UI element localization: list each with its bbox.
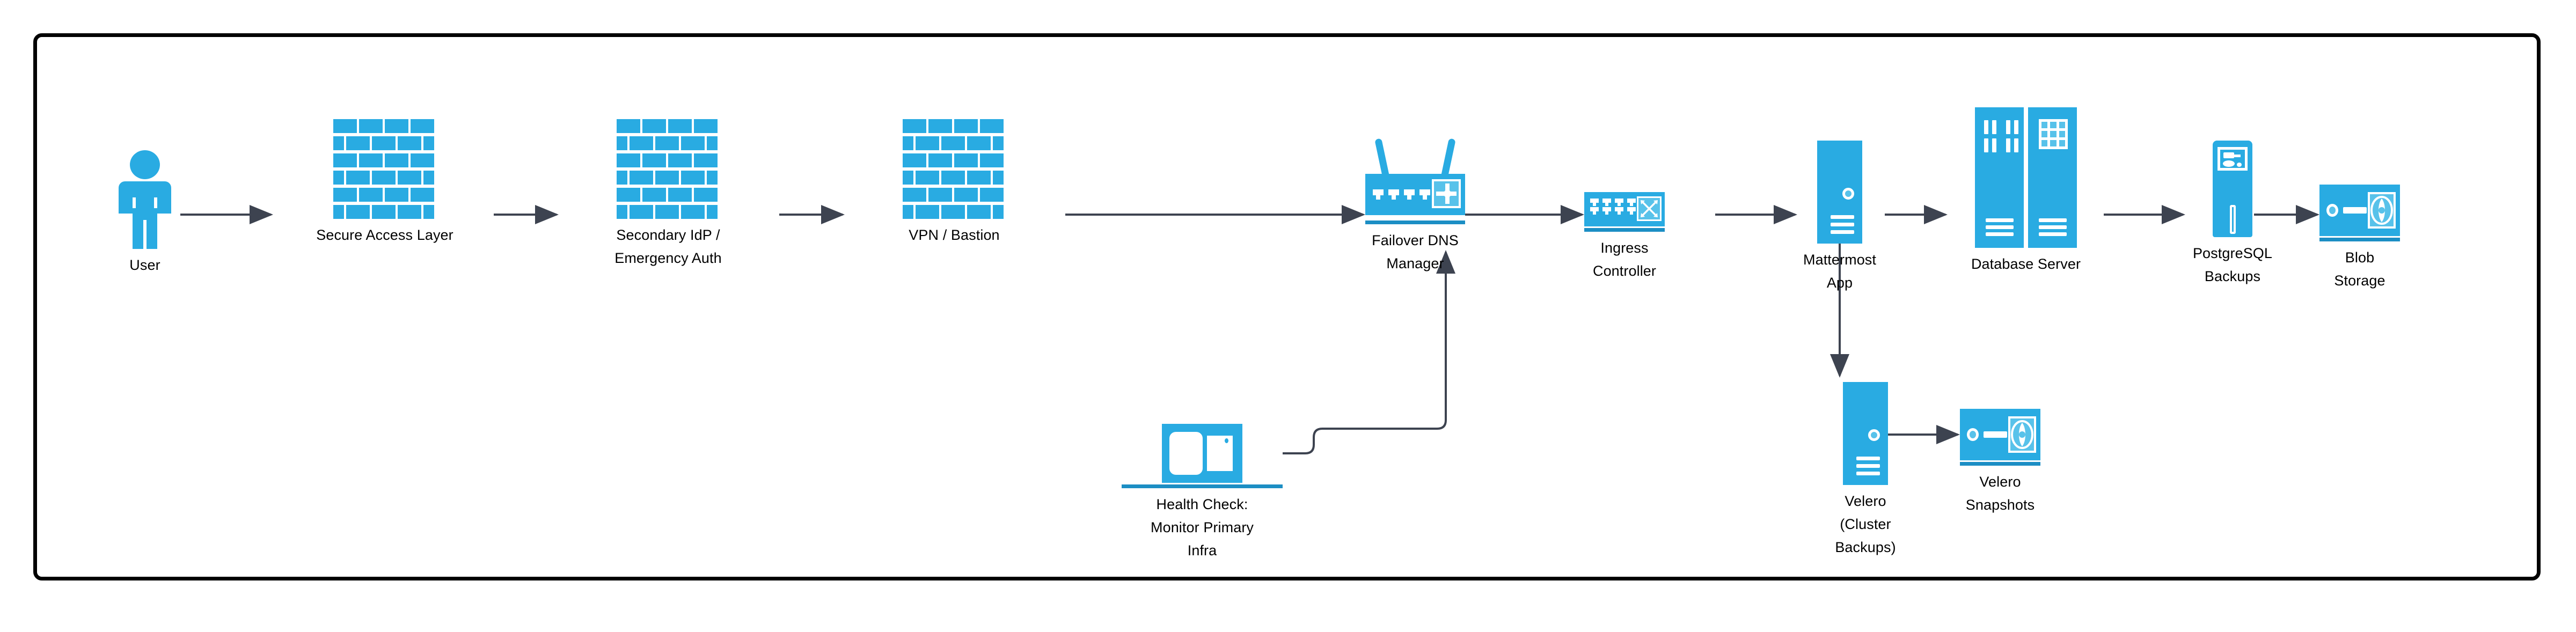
firewall-brick-icon	[903, 119, 1006, 219]
wireless-router-icon	[1365, 138, 1465, 219]
disk-platter-icon	[2368, 192, 2396, 229]
node-label-secondary-idp: Secondary IdP / Emergency Auth	[614, 227, 722, 267]
workstation-tower-icon	[2213, 141, 2252, 237]
node-failover-dns-manager[interactable]: Failover DNS Manager	[1365, 138, 1465, 275]
node-label-secure-access-layer: Secure Access Layer	[316, 227, 453, 243]
server-tower-icon	[1843, 382, 1888, 485]
node-blob-storage[interactable]: Blob Storage	[2319, 185, 2400, 292]
node-underline	[1960, 462, 2040, 466]
node-underline	[1365, 221, 1465, 224]
node-label-health-check: Health Check: Monitor Primary Infra	[1150, 496, 1254, 559]
disk-platter-icon	[2008, 416, 2036, 453]
person-icon	[119, 150, 171, 249]
node-label-ingress-controller: Ingress Controller	[1592, 240, 1657, 280]
firewall-brick-icon	[617, 119, 720, 219]
node-label-failover-dns-manager: Failover DNS Manager	[1372, 232, 1459, 272]
node-health-check[interactable]: Health Check: Monitor Primary Infra	[1122, 424, 1283, 563]
node-velero[interactable]: Velero (Cluster Backups)	[1817, 382, 1914, 560]
cross-arrows-icon	[1637, 196, 1662, 221]
node-ingress-controller[interactable]: Ingress Controller	[1584, 192, 1665, 283]
node-label-vpn-bastion: VPN / Bastion	[909, 227, 1000, 243]
node-label-blob-storage: Blob Storage	[2334, 249, 2385, 289]
node-label-database-server: Database Server	[1971, 256, 2081, 272]
node-secure-access-layer[interactable]: Secure Access Layer	[275, 119, 495, 247]
node-underline	[1122, 484, 1283, 488]
four-way-arrow-icon	[1432, 179, 1461, 208]
monitor-icon	[1162, 424, 1242, 483]
diagram-boundary	[33, 33, 2541, 580]
node-postgresql-backups[interactable]: PostgreSQL Backups	[2184, 141, 2281, 288]
node-underline	[2319, 238, 2400, 241]
node-velero-snapshots[interactable]: Velero Snapshots	[1960, 409, 2040, 517]
server-tower-icon	[1817, 141, 1862, 244]
rack-cabinet-right	[2028, 107, 2077, 248]
network-switch-icon	[1584, 192, 1665, 226]
node-label-mattermost-app: Mattermost App	[1803, 252, 1877, 291]
node-label-user: User	[129, 257, 160, 273]
node-label-postgresql-backups: PostgreSQL Backups	[2192, 245, 2273, 285]
node-mattermost-app[interactable]: Mattermost App	[1803, 141, 1876, 295]
storage-array-icon	[1960, 409, 2040, 460]
node-user[interactable]: User	[102, 150, 188, 277]
firewall-brick-icon	[333, 119, 436, 219]
node-underline	[1584, 228, 1665, 232]
rack-cabinet-left	[1975, 107, 2024, 248]
node-label-velero-snapshots: Velero Snapshots	[1965, 474, 2035, 513]
node-label-velero: Velero (Cluster Backups)	[1835, 493, 1896, 556]
node-vpn-bastion[interactable]: VPN / Bastion	[847, 119, 1062, 247]
node-database-server[interactable]: Database Server	[1948, 107, 2104, 276]
node-secondary-idp[interactable]: Secondary IdP / Emergency Auth	[561, 119, 775, 270]
rack-cabinet-pair-icon	[1975, 107, 2077, 248]
storage-array-icon	[2319, 185, 2400, 236]
